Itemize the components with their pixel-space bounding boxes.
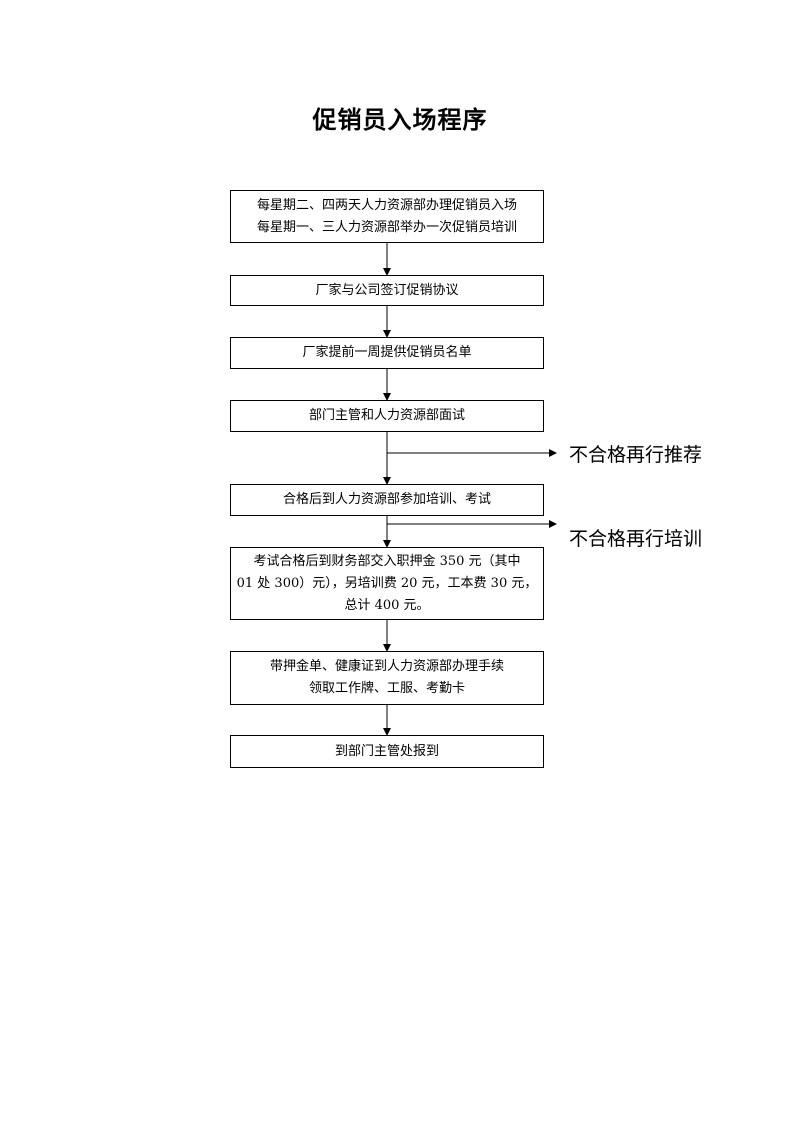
step-text: 领取工作牌、工服、考勤卡 [308, 681, 465, 696]
step-box-deposit: 考试合格后到财务部交入职押金 350 元（其中 01 处 300）元），另培训费… [230, 547, 544, 620]
branch-label-recommend: 不合格再行推荐 [569, 444, 703, 466]
step-text: 每星期一、三人力资源部举办一次促销员培训 [256, 219, 517, 235]
step-box-procedures: 带押金单、健康证到人力资源部办理手续 领取工作牌、工服、考勤卡 [230, 651, 544, 705]
step-text: 到部门主管处报到 [334, 743, 439, 759]
step-text: 部门主管和人力资源部面试 [308, 408, 465, 423]
branch-label-retrain: 不合格再行培训 [569, 528, 703, 550]
step-box-agreement: 厂家与公司签订促销协议 [230, 275, 544, 306]
step-text: 合格后到人力资源部参加培训、考试 [282, 492, 491, 507]
step-box-name-list: 厂家提前一周提供促销员名单 [230, 337, 544, 369]
page-title: 促销员入场程序 [312, 106, 488, 134]
step-text: 考试合格后到财务部交入职押金 350 元（其中 [253, 553, 521, 569]
step-text: 每星期二、四两天人力资源部办理促销员入场 [256, 197, 517, 213]
step-text: 厂家提前一周提供促销员名单 [302, 345, 472, 360]
step-box-training: 合格后到人力资源部参加培训、考试 [230, 484, 544, 516]
step-text: 总计 400 元。 [344, 597, 430, 613]
step-box-schedule: 每星期二、四两天人力资源部办理促销员入场 每星期一、三人力资源部举办一次促销员培… [230, 190, 544, 243]
step-text: 01 处 300）元），另培训费 20 元，工本费 30 元， [236, 575, 538, 591]
step-box-report: 到部门主管处报到 [230, 735, 544, 768]
step-text: 带押金单、健康证到人力资源部办理手续 [269, 659, 504, 674]
step-box-interview: 部门主管和人力资源部面试 [230, 400, 544, 432]
step-text: 厂家与公司签订促销协议 [315, 282, 459, 298]
